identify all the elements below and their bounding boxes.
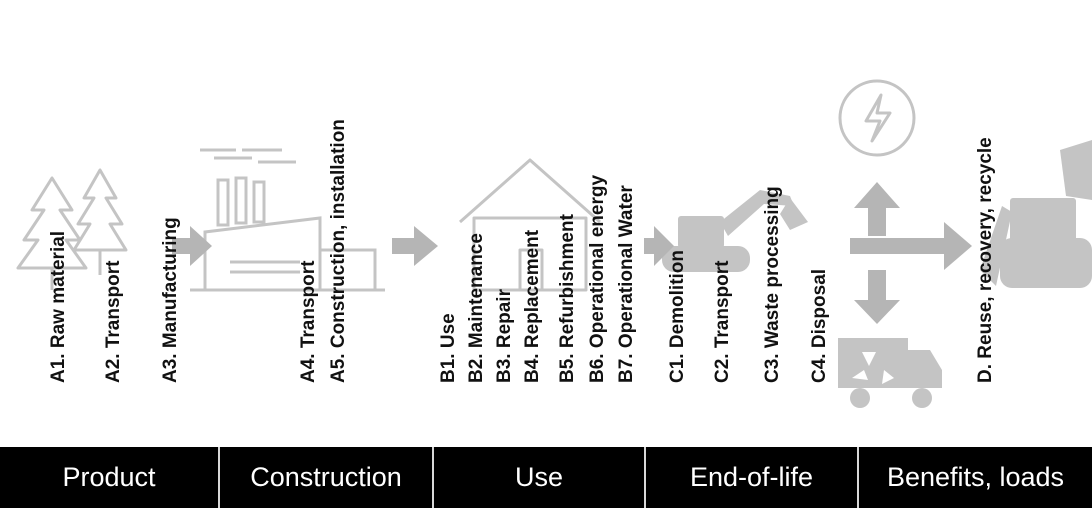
- module-label-c1: C1. Demolition: [667, 249, 688, 383]
- flow-arrow-icon: [392, 226, 438, 266]
- lifecycle-illustrations: [16, 79, 1092, 408]
- bulldozer-icon: [980, 140, 1092, 288]
- stage-construction: Construction: [218, 447, 432, 508]
- stage-end-of-life: End-of-life: [644, 447, 857, 508]
- trees-icon: [16, 168, 128, 290]
- flow-arrow-icon: [854, 182, 900, 324]
- module-label-a2: A2. Transport: [103, 260, 124, 383]
- recycling-truck-icon: [838, 338, 942, 408]
- flow-arrow-icon: [644, 226, 674, 266]
- module-label-b3: B3. Repair: [494, 289, 515, 383]
- flow-arrow-icon: [850, 222, 972, 270]
- module-label-c4: C4. Disposal: [809, 268, 830, 383]
- stage-use: Use: [432, 447, 644, 508]
- module-label-a3: A3. Manufacturing: [160, 217, 181, 383]
- module-label-b1: B1. Use: [438, 313, 459, 383]
- stage-benefits: Benefits, loads: [857, 447, 1092, 508]
- module-label-b7: B7. Operational Water: [616, 185, 637, 383]
- module-label-a4: A4. Transport: [298, 260, 319, 383]
- horizontal-flow-arrows: [172, 222, 972, 270]
- module-label-d: D. Reuse, recovery, recycle: [975, 137, 996, 383]
- house-icon: [459, 158, 601, 292]
- stage-product: Product: [62, 462, 156, 492]
- energy-icon: [838, 79, 916, 157]
- module-label-b6: B6. Operational energy: [587, 174, 608, 383]
- module-label-c2: C2. Transport: [712, 260, 733, 383]
- module-label-b4: B4. Replacement: [522, 229, 543, 383]
- module-label-b2: B2. Maintenance: [466, 233, 487, 383]
- module-label-a5: A5. Construction, installation: [328, 119, 349, 383]
- factory-icon: [190, 148, 385, 292]
- flow-arrow-icon: [172, 226, 212, 266]
- module-label-c3: C3. Waste processing: [762, 186, 783, 383]
- excavator-icon: [662, 190, 808, 272]
- module-label-a1: A1. Raw material: [48, 230, 69, 383]
- lifecycle-stage-bar: Product Construction Use End-of-life Ben…: [0, 447, 1092, 508]
- module-label-b5: B5. Refurbishment: [557, 214, 578, 383]
